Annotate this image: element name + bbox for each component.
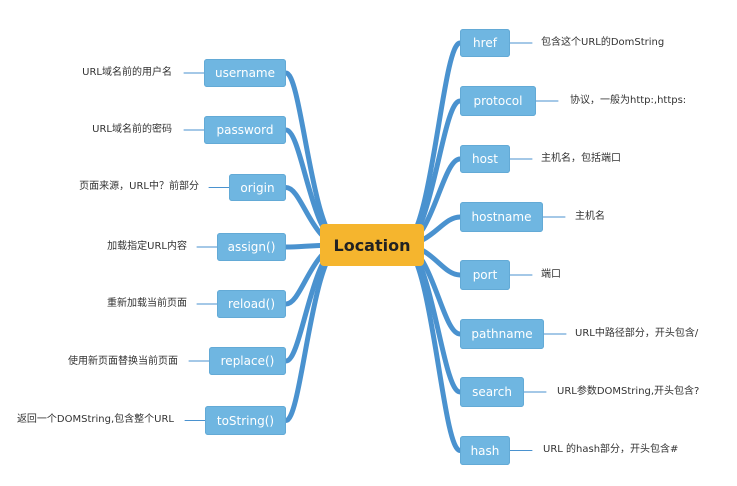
desc-replace: 使用新页面替换当前页面: [68, 356, 178, 367]
node-password[interactable]: password: [204, 116, 286, 144]
node-hostname[interactable]: hostname: [460, 202, 543, 232]
desc-href: 包含这个URL的DomString: [541, 37, 665, 48]
node-origin[interactable]: origin: [229, 174, 286, 201]
node-tostring[interactable]: toString(): [205, 406, 286, 435]
desc-password: URL域名前的密码: [92, 124, 172, 135]
node-replace[interactable]: replace(): [209, 347, 286, 375]
desc-host: 主机名，包括端口: [541, 153, 621, 164]
node-protocol[interactable]: protocol: [460, 86, 536, 116]
desc-search: URL参数DOMString,开头包含?: [557, 386, 700, 397]
desc-pathname: URL中路径部分，开头包含/: [575, 328, 699, 339]
node-username[interactable]: username: [204, 59, 286, 87]
desc-hostname: 主机名: [575, 211, 605, 222]
central-node[interactable]: Location: [320, 224, 424, 266]
left-branch-0: [283, 70, 345, 248]
desc-port: 端口: [541, 269, 561, 280]
desc-hash: URL 的hash部分，开头包含#: [543, 444, 679, 455]
desc-protocol: 协议，一般为http:,https:: [570, 95, 687, 106]
node-port[interactable]: port: [460, 260, 510, 290]
node-pathname[interactable]: pathname: [460, 319, 544, 349]
node-href[interactable]: href: [460, 29, 510, 57]
node-assign[interactable]: assign(): [217, 233, 286, 261]
node-search[interactable]: search: [460, 377, 524, 407]
desc-username: URL域名前的用户名: [82, 67, 172, 78]
node-reload[interactable]: reload(): [217, 290, 286, 318]
desc-reload: 重新加载当前页面: [107, 298, 187, 309]
desc-origin: 页面来源，URL中？前部分: [79, 181, 199, 192]
desc-assign: 加载指定URL内容: [107, 241, 187, 252]
node-hash[interactable]: hash: [460, 436, 510, 465]
node-host[interactable]: host: [460, 145, 510, 173]
desc-tostring: 返回一个DOMString,包含整个URL: [16, 414, 174, 425]
left-branch-6: [283, 242, 345, 423]
